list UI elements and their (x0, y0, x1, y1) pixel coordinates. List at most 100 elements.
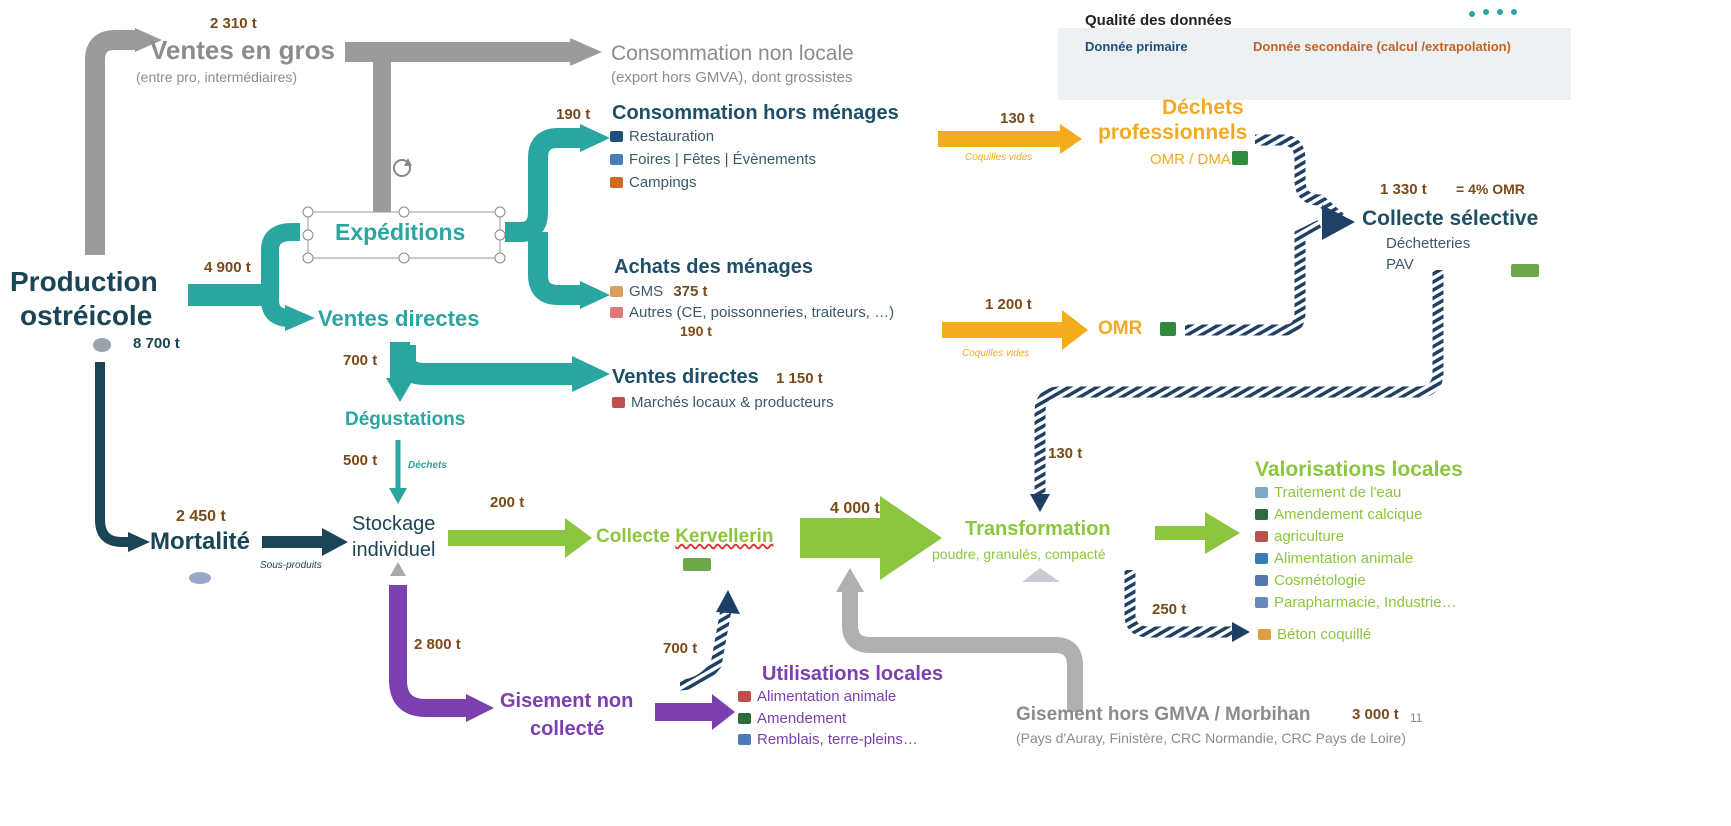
arrowhead-degustations (386, 378, 414, 402)
ventes-directes-label: Ventes directes (318, 306, 480, 331)
flow-to-dechets-pro (938, 124, 1082, 154)
degustations-label: Dégustations (345, 409, 466, 430)
arrowhead-ventes-directes (285, 305, 315, 331)
conso-item-restauration: Restauration (610, 128, 714, 145)
collecte-selective-item-1: Déchetteries (1386, 235, 1471, 252)
collecte-kervellerin-label: Collecte Kervellerin (596, 526, 773, 548)
ventes-directes-right-label: Ventes directes (612, 366, 759, 388)
hatched-omr-to-collecte (1185, 220, 1323, 336)
conso-hors-menages-title: Consommation hors ménages (612, 102, 899, 124)
flow-kervellerin-to-transformation (800, 496, 942, 580)
valorisation-label: Parapharmacie, Industrie… (1274, 594, 1457, 611)
farmer-icon (1255, 531, 1268, 542)
valorisation-item: agriculture (1255, 528, 1344, 545)
valorisation-label: Cosmétologie (1274, 572, 1366, 589)
transformation-in-qty: 4 000 t (830, 500, 880, 517)
valorisation-label: Traitement de l'eau (1274, 484, 1402, 501)
gisement-hors-title: Gisement hors GMVA / Morbihan (1016, 704, 1311, 725)
legend-secondary: Donnée secondaire (calcul /extrapolation… (1253, 39, 1511, 54)
utilisation-label: Amendement (757, 710, 847, 727)
valorisations-title: Valorisations locales (1255, 458, 1463, 481)
ventes-gros-sub: (entre pro, intermédiaires) (136, 69, 298, 85)
valorisation-label: Amendement calcique (1274, 506, 1423, 523)
omr-label: OMR (1098, 318, 1143, 339)
conso-non-locale-label: Consommation non locale (611, 42, 854, 65)
ventes-gros-label: Ventes en gros (150, 35, 335, 65)
degustations-qty: 500 t (343, 452, 378, 469)
hatched-transformation-to-beton (1124, 570, 1235, 638)
expeditions-label[interactable]: Expéditions (335, 219, 466, 245)
valorisation-item: Alimentation animale (1255, 550, 1413, 567)
arrowhead-hatched-transformation (1030, 494, 1050, 512)
flow-to-ventes-directes-right (394, 345, 578, 385)
flow-to-expeditions (261, 223, 300, 295)
hatched-kervellerin-back (679, 609, 732, 691)
flow-to-omr (942, 310, 1088, 350)
beton-label: Béton coquillé (1277, 626, 1372, 643)
rotate-handle-icon[interactable] (393, 158, 412, 177)
handle-bm[interactable] (398, 252, 410, 264)
recycle-logo-icon (1469, 9, 1517, 17)
concrete-icon (1258, 629, 1271, 640)
kervellerin-name: Kervellerin (675, 526, 774, 547)
handle-tm[interactable] (398, 206, 410, 218)
dechets-pro-qty: 130 t (1000, 110, 1035, 127)
conso-item-label: Foires | Fêtes | Évènements (629, 151, 817, 168)
utilisation-item: Alimentation animale (738, 688, 896, 705)
transformation-label: Transformation (965, 518, 1111, 540)
flow-production-to-ventes-gros (85, 30, 140, 255)
water-icon (1255, 487, 1268, 498)
animal-feed-icon (738, 691, 751, 702)
flow-transformation-to-valorisations (1155, 512, 1240, 554)
handle-ml[interactable] (302, 229, 314, 241)
gisement-non-collecte-qty: 2 800 t (414, 636, 461, 653)
expeditions-flow-qty: 4 900 t (204, 259, 251, 276)
omr-note: Coquilles vides (962, 348, 1030, 359)
ventes-directes-right-sub-label: Marchés locaux & producteurs (631, 394, 834, 411)
valorisation-item: Traitement de l'eau (1255, 484, 1401, 501)
collecte-prefix: Collecte (596, 526, 676, 547)
utilisation-label: Alimentation animale (757, 688, 897, 705)
flow-expeditions-to-achats (528, 232, 585, 305)
flow-gisement-hors-to-transformation (842, 590, 1083, 712)
handle-br[interactable] (494, 252, 506, 264)
stockage-icon (390, 562, 406, 576)
collecte-selective-pct: = 4% OMR (1456, 181, 1525, 197)
tent-icon (610, 177, 623, 188)
arrowhead-collecte-selective (1322, 205, 1355, 240)
gisement-hors-sub: (Pays d'Auray, Finistère, CRC Normandie,… (1016, 730, 1406, 746)
beton-qty: 250 t (1152, 601, 1187, 618)
arrowhead-mortalite (128, 532, 150, 552)
fertilizer-icon (1255, 509, 1268, 520)
valorisation-label: agriculture (1274, 528, 1345, 545)
handle-mr[interactable] (494, 229, 506, 241)
production-total: 8 700 t (133, 335, 180, 352)
achats-gms-label: GMS (629, 283, 664, 300)
handle-tl[interactable] (302, 206, 314, 218)
arrowhead-conso-hors-menages (580, 124, 610, 152)
beton-coquille: Béton coquillé (1258, 626, 1371, 643)
arrowhead-ventes-gros (135, 28, 162, 52)
valorisation-item: Parapharmacie, Industrie… (1255, 594, 1457, 611)
conso-item-campings: Campings (610, 174, 697, 191)
arrowhead-beton (1232, 622, 1250, 642)
arrowhead-kervellerin (716, 590, 740, 614)
hatched-flows (679, 134, 1444, 691)
flow-mortalite-to-stockage (262, 528, 348, 556)
embankment-icon (738, 734, 751, 745)
handle-bl[interactable] (302, 252, 314, 264)
transformation-from-collecte-qty: 130 t (1048, 445, 1083, 462)
expeditions-selection-box[interactable] (302, 206, 506, 264)
mortalite-label: Mortalité (150, 528, 251, 555)
oyster-icon (93, 338, 111, 352)
achats-autres: Autres (CE, poissonneries, traiteurs, …) (610, 304, 894, 321)
handle-tr[interactable] (494, 206, 506, 218)
orange-flows (938, 124, 1088, 350)
conso-non-locale-sub: (export hors GMVA), dont grossistes (611, 69, 853, 86)
valorisation-item: Amendement calcique (1255, 506, 1422, 523)
restaurant-icon (610, 131, 623, 142)
mortalite-shell-icon (189, 572, 211, 584)
ventes-directes-flow-qty: 700 t (343, 352, 378, 369)
legend-title: Qualité des données (1085, 12, 1232, 29)
flow-expeditions-to-conso-hors-menages (505, 128, 585, 242)
